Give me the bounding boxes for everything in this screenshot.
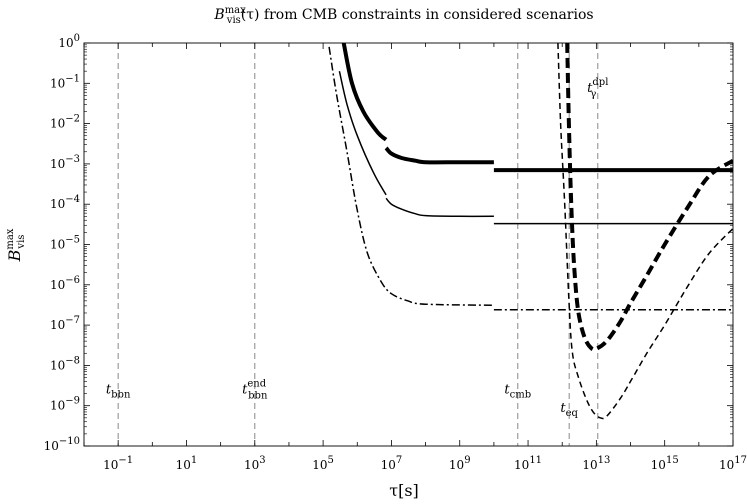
- title-symbol: B: [213, 7, 224, 23]
- y-axis-title-sub: vis: [16, 235, 27, 250]
- marker-label-t-eq: teq: [560, 401, 578, 419]
- title-rest: (τ) from CMB constraints in considered s…: [241, 7, 594, 23]
- x-tick-label: 1013: [582, 455, 610, 472]
- y-tick-label: 10−6: [50, 275, 80, 292]
- x-tick-label: 103: [244, 455, 266, 472]
- series-thin-solid-segment-0: [338, 71, 387, 196]
- series-dash-dot-segment-0: [328, 46, 494, 307]
- x-tick-label: 1011: [514, 455, 542, 472]
- y-tick-label: 100: [58, 33, 80, 50]
- x-tick-label: 1017: [719, 455, 747, 472]
- y-tick-label: 10−3: [50, 154, 80, 171]
- y-tick-label: 10−4: [50, 194, 80, 211]
- y-tick-label: 10−8: [50, 355, 80, 372]
- y-tick-label: 10−7: [50, 315, 80, 332]
- series-thick-solid-segment-1: [384, 146, 494, 165]
- y-tick-label: 10−2: [50, 114, 80, 131]
- y-tick-label: 10−1: [50, 73, 80, 90]
- marker-lines: [117, 43, 599, 446]
- x-tick-label: 109: [449, 455, 471, 472]
- plot-frame: [83, 42, 734, 447]
- axis-ticks: 10−1 101 103 105 107 109 1011 1013 1015 1017 100 10…: [44, 33, 747, 472]
- x-axis-title-text: τ[s]: [389, 481, 419, 500]
- x-axis-title: τ[s]: [389, 481, 419, 500]
- x-tick-label: 1015: [651, 455, 679, 472]
- y-tick-label: 10−9: [50, 396, 80, 413]
- marker-label-t-bbn: tbbn: [106, 383, 131, 401]
- series-thick-solid-segment-0: [341, 43, 388, 142]
- series-thick-dashed-segment-0: [565, 43, 733, 352]
- y-axis-title: Bmaxvis: [5, 228, 27, 262]
- y-tick-label: 10−10: [44, 436, 80, 453]
- x-tick-label: 105: [312, 455, 334, 472]
- series-thin-solid-segment-1: [385, 197, 494, 218]
- y-tick-label: 10−5: [50, 235, 80, 252]
- x-tick-label: 101: [176, 455, 198, 472]
- title-sub: vis: [226, 15, 241, 26]
- marker-label-t-cmb: tcmb: [504, 383, 531, 401]
- title-sup: max: [225, 5, 246, 16]
- series-thin-dashed-segment-0: [557, 43, 733, 420]
- series-lines: [328, 43, 733, 420]
- x-tick-label: 10−1: [103, 455, 133, 472]
- y-axis-title-symbol: B: [5, 249, 24, 262]
- x-tick-label: 107: [381, 455, 403, 472]
- y-axis-title-sup: max: [5, 228, 16, 249]
